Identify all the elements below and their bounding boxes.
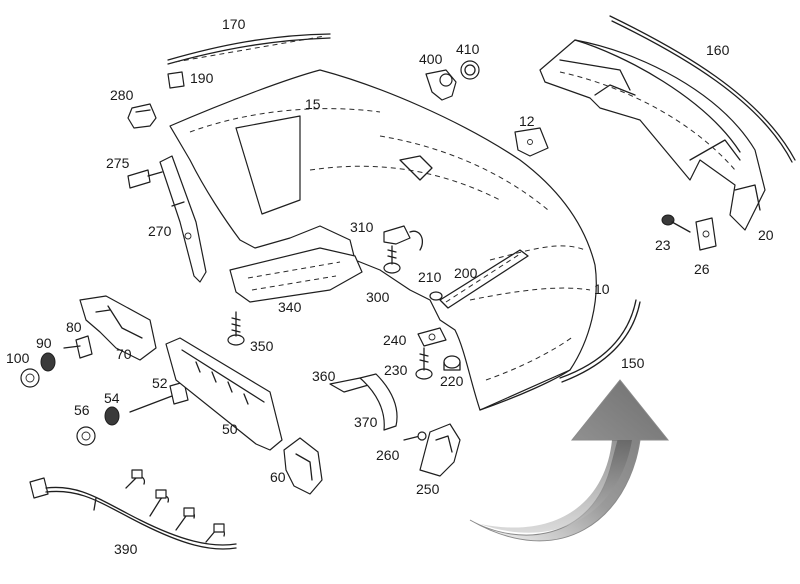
part-label-100: 100 (6, 350, 30, 366)
part-label-275: 275 (106, 155, 130, 171)
part-label-360: 360 (312, 368, 336, 384)
part-160-rear-diffuser (539, 15, 796, 231)
part-label-190: 190 (190, 70, 214, 86)
part-400-parking-sensor (425, 69, 457, 101)
part-label-370: 370 (354, 414, 378, 430)
part-label-300: 300 (366, 289, 390, 305)
part-label-270: 270 (148, 223, 172, 239)
part-label-160: 160 (706, 42, 730, 58)
part-60-bracket (283, 437, 323, 495)
part-label-220: 220 (440, 373, 464, 389)
part-label-56: 56 (74, 402, 90, 418)
part-label-10: 10 (594, 281, 610, 297)
part-250-cover (419, 423, 461, 477)
part-label-350: 350 (250, 338, 274, 354)
part-label-250: 250 (416, 481, 440, 497)
part-label-210: 210 (418, 269, 442, 285)
part-label-400: 400 (419, 51, 443, 67)
part-label-310: 310 (350, 219, 374, 235)
part-80-bolt (63, 335, 93, 359)
part-label-52: 52 (152, 375, 168, 391)
part-50-impact-absorber (165, 337, 283, 451)
part-340-underbody-panel (229, 247, 363, 303)
part-label-340: 340 (278, 299, 302, 315)
part-label-170: 170 (222, 16, 246, 32)
part-54-washer (104, 406, 120, 426)
part-15-bumper-cover (169, 69, 597, 411)
part-label-90: 90 (36, 335, 52, 351)
part-label-80: 80 (66, 319, 82, 335)
part-label-15: 15 (305, 96, 321, 112)
part-23-bolt (661, 214, 691, 233)
part-170-trim-strip (167, 33, 331, 65)
part-label-200: 200 (454, 265, 478, 281)
part-200-lower-strip (439, 249, 529, 309)
part-label-54: 54 (104, 390, 120, 406)
part-label-12: 12 (519, 113, 535, 129)
part-150-trim-strip (559, 299, 641, 383)
part-56-nut (76, 426, 96, 446)
part-label-70: 70 (116, 346, 132, 362)
part-label-240: 240 (383, 332, 407, 348)
part-label-50: 50 (222, 421, 238, 437)
part-390-wiring-harness (29, 469, 237, 550)
part-label-150: 150 (621, 355, 645, 371)
part-label-20: 20 (758, 227, 774, 243)
part-275-push-pin (127, 169, 163, 189)
part-220-nut (443, 355, 461, 371)
part-410-sensor-ring (460, 60, 480, 80)
direction-arrow-graphic (469, 379, 670, 542)
part-260-screw (403, 431, 427, 441)
part-label-26: 26 (694, 261, 710, 277)
part-280-bracket (127, 103, 157, 129)
part-12-bracket (514, 127, 549, 157)
part-270-side-bracket (159, 155, 207, 283)
part-label-410: 410 (456, 41, 480, 57)
part-300-screw (383, 245, 401, 274)
part-label-60: 60 (270, 469, 286, 485)
part-26-clip-nut (695, 217, 717, 251)
part-350-screw (227, 311, 245, 346)
part-310-clip (383, 225, 424, 251)
part-label-230: 230 (384, 362, 408, 378)
part-100-nut (20, 368, 40, 388)
part-370-trim (359, 373, 398, 431)
part-190-clip (167, 71, 185, 89)
part-90-washer (40, 352, 56, 372)
part-label-390: 390 (114, 541, 138, 557)
part-230-screw (415, 347, 433, 380)
part-70-bracket (79, 295, 157, 361)
part-label-280: 280 (110, 87, 134, 103)
part-210-nut (429, 291, 443, 301)
part-label-23: 23 (655, 237, 671, 253)
part-label-260: 260 (376, 447, 400, 463)
part-240-clip (417, 327, 447, 347)
